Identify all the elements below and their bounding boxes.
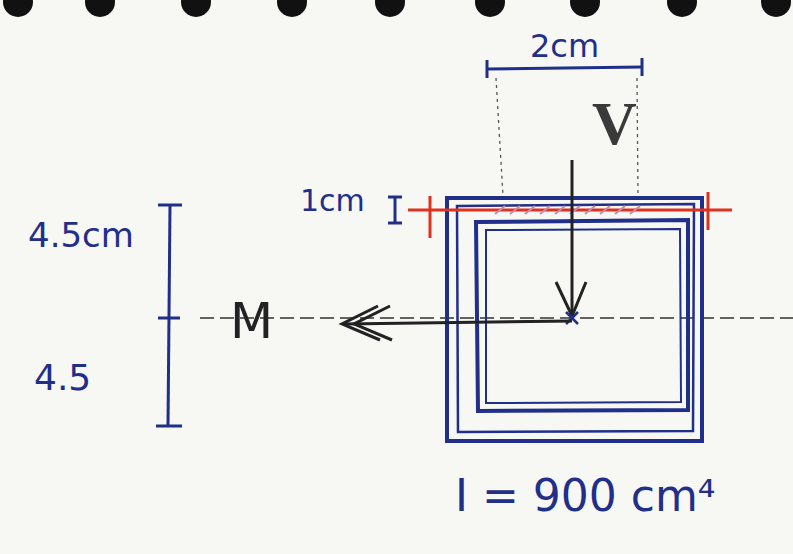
cut-tick (429, 196, 432, 238)
height-dimension (156, 205, 182, 426)
height-dimension-label: 4.5 (34, 360, 91, 396)
box-section (447, 198, 702, 441)
shear-arrow (556, 160, 586, 316)
inertia-label: I = 900 cm⁴ (455, 474, 715, 518)
flange-hatch (495, 206, 640, 214)
width-dimension-label: 2cm (530, 30, 599, 62)
moment-label: M (230, 296, 273, 346)
neutral-axis (200, 317, 793, 319)
shear-label: V (592, 92, 637, 154)
flange-cut-line (408, 209, 732, 212)
thickness-marker (388, 197, 402, 223)
notebook-holes (3, 0, 791, 17)
thickness-label: 1cm (300, 186, 365, 216)
cut-tick (707, 192, 710, 230)
height-dimension-label: 4.5cm (28, 218, 134, 252)
extension-lines (496, 78, 638, 196)
moment-arrow (342, 306, 572, 340)
